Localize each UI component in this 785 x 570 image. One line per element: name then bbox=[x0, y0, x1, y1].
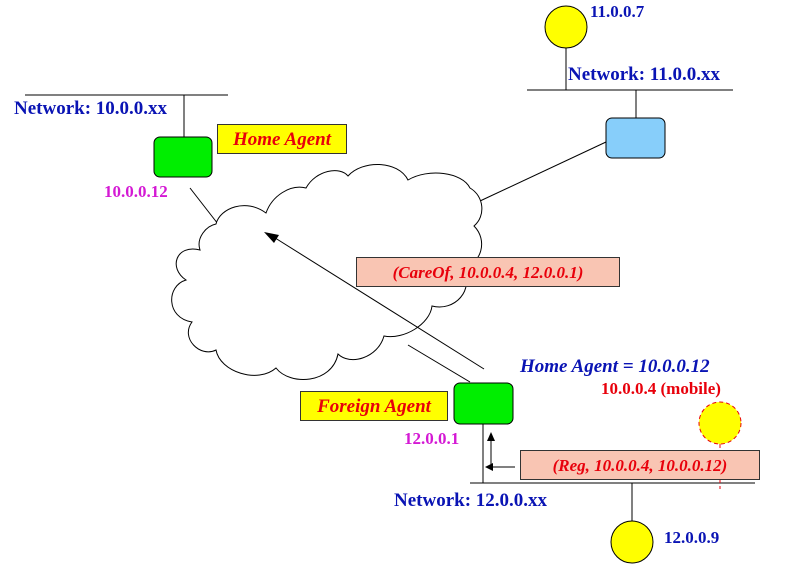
host-12-label: 12.0.0.9 bbox=[664, 528, 720, 547]
mobile-node-ghost bbox=[698, 401, 742, 445]
careof-arrowhead bbox=[264, 232, 279, 243]
careof-message-box: (CareOf, 10.0.0.4, 12.0.0.1) bbox=[356, 257, 620, 287]
network-11-label: Network: 11.0.0.xx bbox=[568, 64, 720, 85]
reg-arrowhead-up bbox=[487, 432, 495, 441]
host-12-0-0-9 bbox=[610, 520, 654, 564]
network-12-label: Network: 12.0.0.xx bbox=[394, 490, 548, 511]
internet-cloud bbox=[171, 163, 483, 380]
remote-router-link bbox=[479, 141, 607, 202]
foreign-agent-router bbox=[453, 382, 514, 425]
mobile-node-label: 10.0.0.4 (mobile) bbox=[601, 379, 721, 398]
careof-arrow-line bbox=[271, 235, 485, 370]
host-11-label: 11.0.0.7 bbox=[590, 2, 645, 21]
reg-arrowhead-left bbox=[485, 463, 493, 471]
foreign-agent-ip-label: 12.0.0.1 bbox=[404, 429, 460, 448]
host-11-0-0-7 bbox=[544, 5, 588, 49]
network-10-label: Network: 10.0.0.xx bbox=[14, 98, 168, 119]
home-agent-box: Home Agent bbox=[217, 124, 347, 154]
foreign-agent-link bbox=[407, 344, 471, 383]
remote-router bbox=[605, 117, 666, 159]
home-agent-equals-label: Home Agent = 10.0.0.12 bbox=[520, 356, 710, 377]
home-agent-ip-label: 10.0.0.12 bbox=[104, 182, 168, 201]
reg-message-box: (Reg, 10.0.0.4, 10.0.0.12) bbox=[520, 450, 760, 480]
home-agent-link bbox=[189, 187, 219, 225]
foreign-agent-box: Foreign Agent bbox=[300, 391, 448, 421]
home-agent-router bbox=[153, 136, 213, 178]
